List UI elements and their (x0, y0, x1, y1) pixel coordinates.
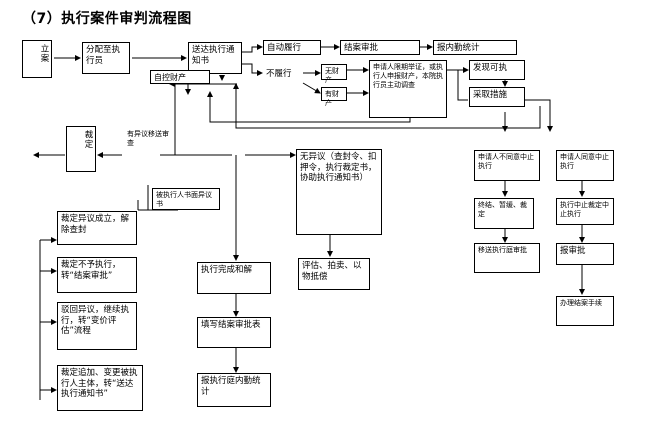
zi-dong-box: 自动履行 (263, 40, 321, 55)
bao-nei-qin-box-1: 报内勤统计 (433, 40, 517, 55)
cai-qu-cuo-shi-box: 采取措施 (469, 87, 525, 107)
song-da-box: 送达执行通知书 (188, 42, 242, 74)
tian-xie-box: 填写结案审批表 (197, 317, 271, 348)
bo-hui-box: 驳回异议，继续执行，转“变价评估”流程 (57, 302, 137, 350)
shen-qing-bu-tong-box: 申请人不同意中止执行 (474, 150, 540, 181)
zhong-jie-zan-huan-box: 终结、暂缓、裁定 (474, 198, 534, 229)
shen-qing-tong-yi-box: 申请人同意中止执行 (556, 150, 614, 181)
cai-ding-bu-yu-box: 裁定不予执行，转“结案审批” (57, 257, 137, 293)
cai-ding-box: 裁定 (66, 126, 96, 172)
you-yi-yi-label: 有异议移送审查 (127, 130, 169, 147)
ban-li-jie-an-box: 办理结案手续 (556, 296, 614, 326)
cai-ding-yi-yi-cheng-li-box: 裁定异议成立，解除查封 (57, 211, 137, 245)
yi-tui-box: 移送执行庭审批 (474, 243, 540, 273)
bei-zhi-xing-ren-box: 被执行人书面异议书 (152, 188, 220, 210)
bao-nei-qin-box-2: 报执行庭内勤统计 (197, 373, 271, 407)
fa-xian-ke-zhi-box: 发现可执 (469, 60, 525, 80)
fen-pei-box: 分配至执行员 (82, 42, 130, 74)
li-an-box: 立案 (22, 40, 52, 78)
jie-an-shen-pi-box: 结案审批 (340, 40, 420, 55)
wu-cai-chan-box: 无财产 (321, 64, 347, 84)
zhong-zhi-cai-ding-box: 执行中止裁定中止执行 (556, 198, 614, 225)
zi-kong-box: 自控财产 (150, 70, 210, 84)
bao-shen-pi-box: 报审批 (556, 243, 614, 265)
you-cai-chan-box: 有财产 (321, 87, 347, 107)
page-title: （7）执行案件审判流程图 (22, 11, 192, 27)
cai-ding-zhui-jia-box: 裁定追加、变更被执行人主体，转“送达执行通知书” (57, 365, 143, 411)
ping-gu-box: 评估、拍卖、以物抵偿 (298, 258, 370, 290)
wu-yi-yi-box: 无异议（查封令、扣押令，执行裁定书，协助执行通知书） (296, 149, 382, 235)
bu-lv-xing-label: 不履行 (266, 69, 292, 79)
shen-qing-ren-xian-qi-box: 申请人限期举证，或执行人申报财产，本院执行员主动调查 (369, 60, 447, 118)
yi-wu-zhi-xing-box: 执行完成和解 (197, 262, 271, 294)
